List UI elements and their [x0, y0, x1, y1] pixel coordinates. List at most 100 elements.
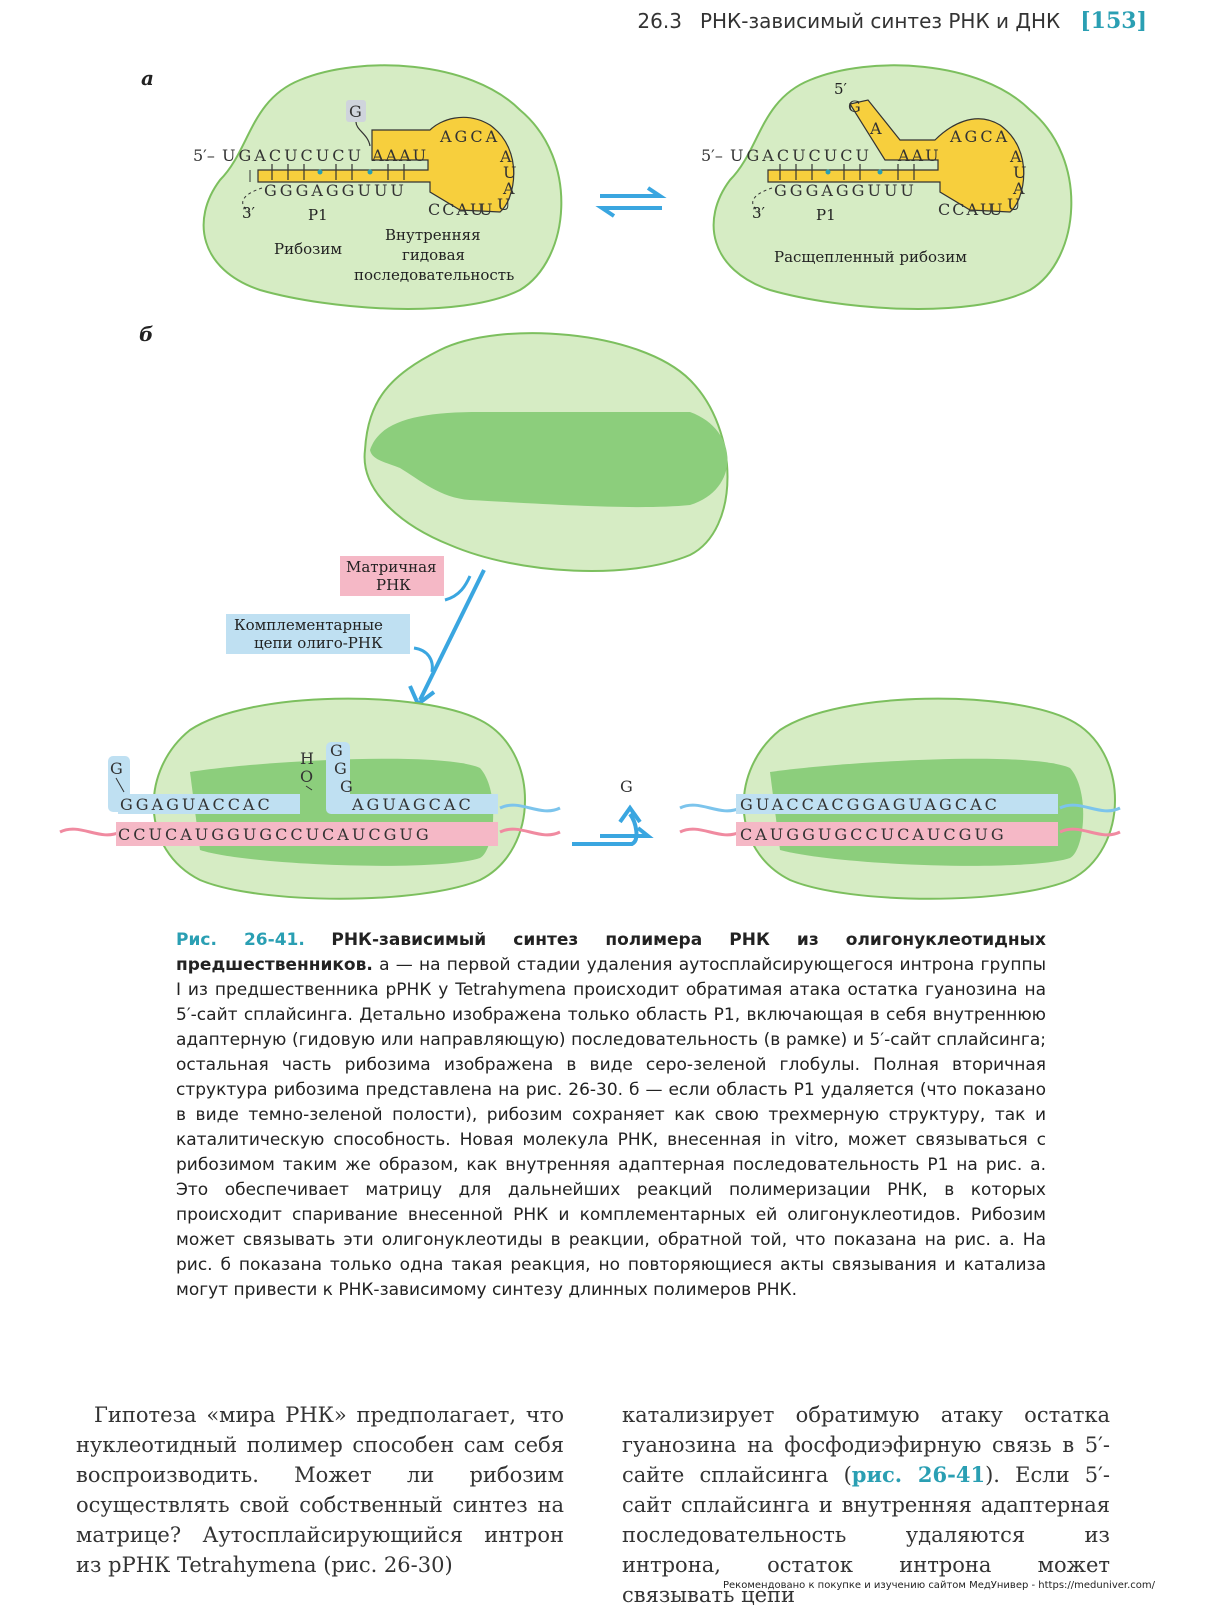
wobble-dot	[877, 169, 883, 175]
matrix-rna-wave-right	[499, 827, 561, 837]
panel-b-bottom-right: GUACCACGGAGUAGCAC CAUGGUGCCUCAUCGUG	[679, 697, 1121, 900]
top-strand-a-right: UGACUCUCU	[730, 146, 872, 165]
matrix-box	[116, 822, 498, 846]
figure-caption: Рис. 26-41. РНК-зависимый синтез полимер…	[176, 928, 1046, 1303]
stack-g2: G	[334, 759, 347, 778]
p1-cavity	[370, 412, 728, 508]
col2-before: катализирует обратимую атаку остатка гуа…	[622, 1403, 1110, 1487]
oligo-wave	[1059, 803, 1121, 813]
bottom-tail-a-right: CCAU	[938, 200, 996, 219]
branch-curve	[444, 575, 472, 602]
loop-side-a-left-3: A	[502, 179, 515, 198]
matrix-rna-wave-left	[59, 827, 121, 837]
ho-o: O	[300, 767, 313, 786]
matrix-box	[736, 822, 1058, 846]
guanosine-g: G	[349, 102, 362, 121]
body-column-1: Гипотеза «мира РНК» предполагает, что ну…	[76, 1403, 564, 1577]
bottom-strand-a-right: GGGAGGUUU	[774, 181, 917, 200]
yellow-top-a-right: AAU	[897, 146, 941, 165]
oligo-label-2: цепи олиго-РНК	[254, 634, 383, 652]
three-prime-a-right: 3′	[752, 204, 766, 222]
matrix-rna-wave	[679, 827, 741, 837]
footer-note: Рекомендовано к покупке и изучению сайто…	[723, 1580, 1155, 1591]
three-prime-a-left: 3′	[242, 204, 256, 222]
base-pair-lines-a-left	[271, 164, 405, 180]
section-number: 26.3	[637, 9, 682, 33]
input-arrow	[418, 569, 486, 701]
internal-label-2: гидовая	[402, 246, 465, 264]
matrix-label-1: Матричная	[346, 558, 437, 576]
oligo-wave	[499, 803, 561, 813]
panel-a-label: а	[141, 66, 154, 90]
caption-head: РНК-зависимый синтез полимера РНК из оли…	[176, 930, 1046, 975]
oligo-wave	[679, 803, 741, 813]
loop-side-a-right-3: A	[1012, 179, 1025, 198]
top-right-b-left: AGUAGCAC	[351, 795, 474, 814]
wobble-dot	[825, 169, 831, 175]
release-arrow: G	[572, 777, 654, 846]
oligo-label-box	[226, 614, 410, 654]
panel-a-right: 5′ G A 5′– UGACUCUCU AAU AGCA A U A U U …	[701, 64, 1073, 310]
oligo-box	[736, 794, 1058, 814]
top-strand-b-right: GUACCACGGAGUAGCAC	[740, 795, 1000, 814]
oligo-box-right	[340, 794, 498, 814]
loop-side-a-left-5: U	[479, 200, 492, 219]
panel-b-bottom-left: G GGAGUACCAC H O G G G AGUAGCAC CCUCAUGG…	[59, 697, 561, 900]
g-top-b-left: G	[110, 759, 123, 778]
five-prime-a-left: 5′–	[193, 146, 215, 165]
oligo-label-1: Комплементарные	[234, 616, 383, 634]
equilibrium-arrows	[595, 186, 667, 218]
internal-label-3: последовательность	[354, 266, 514, 284]
base-pair-lines-a-right	[779, 164, 915, 180]
loop-side-a-right-5: U	[989, 200, 1002, 219]
bond-line	[115, 777, 125, 793]
loop-side-a-right-4: U	[1007, 195, 1020, 214]
figure-reference-link[interactable]: рис. 26-41	[851, 1462, 986, 1487]
caption-body: а — на первой стадии удаления аутосплайс…	[176, 955, 1046, 1300]
loop-side-a-left-2: U	[503, 163, 516, 182]
top-strand-b-left: GGAGUACCAC	[120, 795, 273, 814]
bond-line	[305, 785, 313, 791]
loop-side-a-right: A	[1009, 147, 1022, 166]
bottom-strand-a-left: GGGAGGUUU	[264, 181, 407, 200]
branch-curve	[413, 646, 434, 673]
released-g: G	[620, 777, 633, 796]
bottom-strand-b-right: CAUGGUGCCUCAUCGUG	[740, 825, 1007, 844]
body-column-2: катализирует обратимую атаку остатка гуа…	[622, 1400, 1110, 1610]
panel-a-left: G 5′– UGACUCUCU AAAU AGCA A U A U U GGGA…	[193, 64, 563, 310]
loop-side-a-left: A	[499, 147, 512, 166]
page-number: [153]	[1080, 8, 1147, 34]
loop-top-a-right: AGCA	[949, 127, 1010, 146]
loop-side-a-right-2: U	[1013, 163, 1026, 182]
col2-after: ). Если 5′-сайт сплайсинга и внутренняя …	[622, 1463, 1110, 1607]
top-a-a-right: A	[869, 119, 882, 138]
running-header: 26.3 РНК-зависимый синтез РНК и ДНК [153…	[637, 4, 1147, 38]
stack-g1: G	[330, 741, 343, 760]
loop-side-a-left-4: U	[497, 195, 510, 214]
ribozyme-label: Рибозим	[274, 240, 342, 258]
panel-b-labels: Матричная РНК Комплементарные цепи олиго…	[226, 556, 486, 708]
section-title: РНК-зависимый синтез РНК и ДНК	[699, 9, 1061, 33]
ho-h: H	[300, 749, 314, 768]
bottom-tail-a-left: CCAU	[428, 200, 486, 219]
p1-a-left: P1	[308, 206, 328, 224]
attack-arrow	[355, 121, 371, 147]
internal-label-1: Внутренняя	[385, 226, 481, 244]
loop-top-a-left: AGCA	[439, 127, 500, 146]
five-prime-a-right: 5′–	[701, 146, 723, 165]
matrix-rna-wave	[1059, 827, 1121, 837]
guanosine-box	[346, 100, 366, 122]
matrix-label-2: РНК	[376, 576, 411, 594]
top-g-a-right: G	[848, 97, 861, 116]
panel-b-globule-top	[363, 332, 729, 573]
yellow-top-a-left: AAAU	[371, 146, 428, 165]
stack-g3: G	[340, 777, 353, 796]
five-prime-top-a-right: 5′	[834, 80, 848, 98]
figure-26-41: G 5′– UGACUCUCU AAAU AGCA A U A U U GGGA…	[59, 64, 1121, 900]
cleaved-ribozyme-label: Расщепленный рибозим	[774, 248, 967, 266]
oligo-box-left	[118, 794, 300, 814]
wobble-dot	[367, 169, 373, 175]
top-strand-a-left: UGACUCUCU	[222, 146, 364, 165]
p1-a-right: P1	[816, 206, 836, 224]
matrix-rna-label-box	[340, 556, 444, 596]
